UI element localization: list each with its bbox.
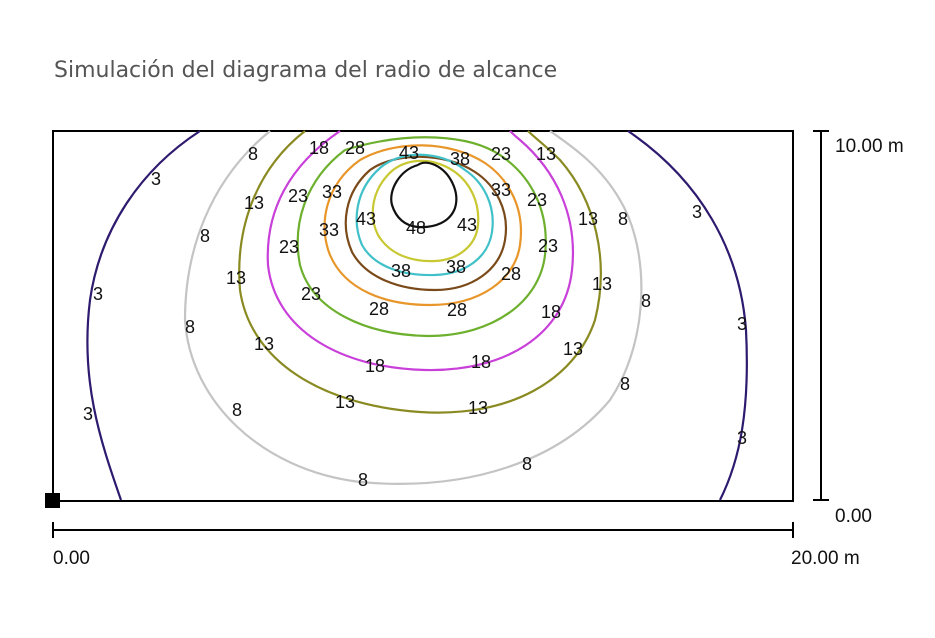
isoline-label: 23 (279, 237, 299, 257)
isoline-48 (390, 161, 458, 229)
isoline-label: 13 (578, 209, 598, 229)
x-scale (52, 522, 794, 538)
isoline-label: 23 (527, 190, 547, 210)
plot-frame (52, 130, 794, 502)
isoline-label: 13 (468, 398, 488, 418)
isoline-label: 13 (226, 268, 246, 288)
isoline-label: 8 (248, 144, 258, 164)
y-scale (813, 130, 829, 501)
isoline-label: 3 (83, 404, 93, 424)
isoline-38 (355, 153, 494, 277)
isoline-43 (371, 159, 480, 263)
isoline-label: 28 (345, 138, 365, 158)
isoline-13 (238, 130, 602, 414)
isoline-label: 3 (151, 169, 161, 189)
isoline-label: 8 (620, 374, 630, 394)
luminaire-marker (45, 493, 60, 508)
isoline-label: 23 (491, 144, 511, 164)
isoline-label: 13 (335, 392, 355, 412)
isoline-label: 43 (399, 143, 419, 163)
isoline-label: 23 (288, 186, 308, 206)
isoline-label: 13 (563, 339, 583, 359)
isoline-8 (183, 130, 643, 485)
isoline-label: 23 (301, 284, 321, 304)
isoline-label: 3 (737, 428, 747, 448)
isoline-label: 23 (538, 236, 558, 256)
isoline-label: 28 (501, 264, 521, 284)
isoline-label: 3 (93, 284, 103, 304)
isoline-23 (296, 136, 547, 338)
isoline-label: 38 (391, 261, 411, 281)
isoline-label: 3 (692, 202, 702, 222)
isoline-label: 43 (457, 215, 477, 235)
isoline-3 (86, 130, 201, 501)
isoline-label: 8 (232, 400, 242, 420)
isoline-label: 8 (618, 209, 628, 229)
isoline-3-right (627, 130, 748, 501)
isoline-label: 48 (406, 218, 426, 238)
y-min-label: 0.00 (835, 506, 872, 527)
isoline-28 (323, 144, 523, 307)
page-title: Simulación del diagrama del radio de alc… (54, 58, 558, 83)
isoline-label: 38 (450, 149, 470, 169)
isoline-label: 3 (737, 314, 747, 334)
isoline-label: 28 (369, 299, 389, 319)
isoline-label: 18 (471, 352, 491, 372)
isoline-label: 18 (541, 302, 561, 322)
isoline-label: 38 (446, 257, 466, 277)
isoline-label: 43 (356, 209, 376, 229)
isoline-label: 8 (200, 226, 210, 246)
isoline-label: 13 (536, 144, 556, 164)
isoline-label: 8 (522, 454, 532, 474)
isoline-label: 33 (322, 182, 342, 202)
isoline-label: 18 (365, 356, 385, 376)
isoline-18 (266, 130, 574, 372)
isoline-label: 8 (641, 291, 651, 311)
isoline-label: 8 (358, 470, 368, 490)
isoline-label: 13 (254, 334, 274, 354)
y-max-label: 10.00 m (835, 136, 904, 157)
contour-labels: 3 3 3 3 3 3 8 8 8 8 8 8 8 8 8 13 13 13 1… (83, 138, 747, 490)
contour-lines (86, 130, 748, 501)
isoline-label: 13 (244, 193, 264, 213)
isoline-label: 8 (185, 317, 195, 337)
isoline-label: 18 (309, 138, 329, 158)
isoline-label: 33 (319, 220, 339, 240)
isoline-label: 13 (592, 274, 612, 294)
isoline-33 (344, 155, 508, 292)
x-max-label: 20.00 m (791, 548, 860, 569)
isoline-label: 28 (447, 300, 467, 320)
isoline-label: 33 (491, 180, 511, 200)
x-min-label: 0.00 (53, 548, 90, 569)
